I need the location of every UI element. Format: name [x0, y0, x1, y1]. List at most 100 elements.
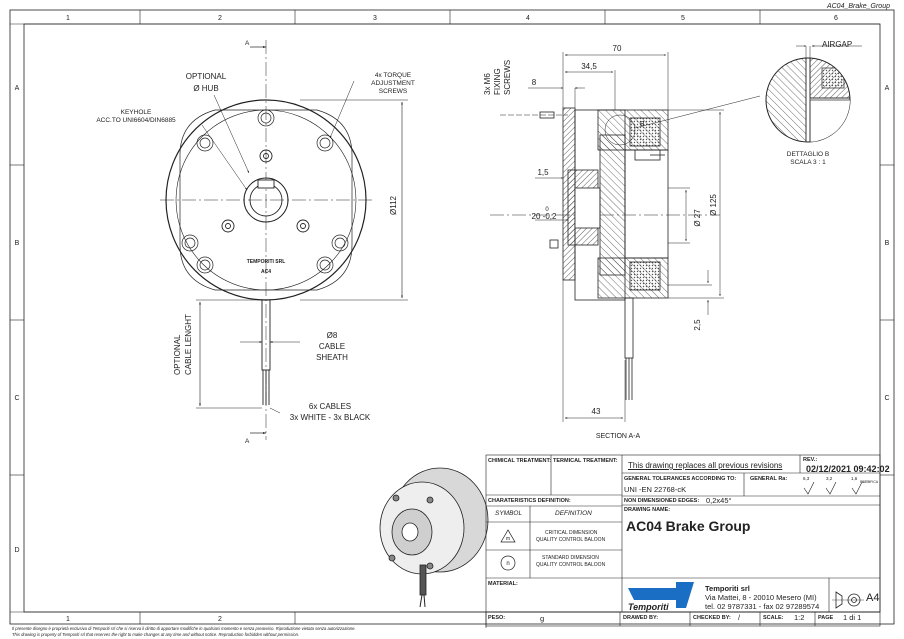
page-label: PAGE: [818, 615, 834, 621]
dim-1-5: 1,5: [537, 168, 549, 177]
row-label-c: C: [14, 395, 19, 402]
detail-b-labels: AIRGAP B DETTAGLIO B SCALA 3 : 1: [640, 40, 852, 166]
detail-label-2: SCALA 3 : 1: [790, 159, 826, 166]
dim-70: 70: [613, 44, 622, 53]
cable-sheath-label-2: SHEATH: [316, 353, 348, 362]
sheet-size: A4: [866, 592, 880, 604]
company-phone: tel. 02 9787331 - fax 02 97289574: [705, 602, 820, 611]
torque-screws-label-1: 4x TORQUE: [375, 72, 412, 79]
section-a-a-label: SECTION A-A: [596, 433, 641, 440]
cable-length-label-2: CABLE LENGHT: [184, 314, 193, 375]
col-label-1-bottom: 1: [66, 616, 70, 623]
roughness-symbols: [803, 481, 870, 495]
standard-definition-1: STANDARD DIMENSION: [542, 555, 599, 561]
grid-labels: 1 2 3 4 5 6 1 2 A B C D A B C: [14, 15, 889, 623]
chemical-treatment-label: CHIMICAL TREATMENT:: [488, 458, 552, 464]
row-label-d: D: [14, 547, 19, 554]
dim-43: 43: [592, 407, 601, 416]
company-address: Via Mattei, 8 - 20010 Mesero (MI): [705, 593, 817, 602]
torque-screws-label-2: ADJUSTMENT: [371, 80, 415, 87]
definition-header: DEFINITION: [555, 510, 592, 517]
characteristics-label: CHARATERISTICS DEFINITION:: [488, 498, 571, 504]
material-label: MATERIAL:: [488, 581, 518, 587]
keyhole-label-1: KEYHOLE: [121, 109, 152, 116]
fixing-screws-label-3: SCREWS: [503, 60, 512, 95]
projection-icon: [832, 591, 864, 609]
drawing-name-label: DRAWING NAME:: [624, 507, 671, 513]
drawing-name: AC04 Brake Group: [626, 518, 751, 534]
col-label-3: 3: [373, 15, 377, 22]
airgap-label: AIRGAP: [822, 40, 852, 49]
section-view-labels: 3x M6 FIXING SCREWS 70 34,5 8 1,5 0 20 -…: [483, 44, 718, 440]
drawn-by-label: DRAWED BY:: [623, 615, 659, 621]
col-label-5: 5: [681, 15, 685, 22]
dim-diameter-27: Ø 27: [693, 209, 702, 227]
general-tolerances-label: GENERAL TOLERANCES ACCORDING TO:: [624, 476, 737, 482]
scale-label: SCALE:: [763, 615, 784, 621]
cables-label-1: 6x CABLES: [309, 402, 351, 411]
roughness-3: 1,6: [851, 476, 858, 481]
cable-sheath-label-1: CABLE: [319, 342, 345, 351]
col-label-4: 4: [526, 15, 530, 22]
file-name: AC04_Brake_Group: [826, 3, 890, 10]
keyhole-label-2: ACC.TO UNI6604/DIN6885: [96, 117, 176, 124]
temporiti-logo: Temporiti: [628, 582, 694, 612]
dim-20: 20 -0,2: [532, 212, 557, 221]
row-label-a: A: [15, 85, 20, 92]
detail-marker: B: [640, 121, 645, 128]
rev-label: REV.:: [803, 457, 818, 463]
isometric-view: [379, 467, 489, 608]
symbol-header: SYMBOL: [495, 510, 523, 517]
weight-label: PESO:: [488, 615, 506, 621]
scale-value: 1:2: [794, 613, 805, 622]
col-label-1: 1: [66, 15, 70, 22]
critical-definition-2: QUALITY CONTROL BALOON: [536, 537, 606, 543]
checked-by-value: /: [738, 613, 741, 622]
page-value: 1 di 1: [843, 613, 862, 622]
roughness-grinding: RETTIFICA: [860, 480, 879, 484]
disclaimer-italian: Il presente disegno è proprietà esclusiv…: [12, 626, 356, 631]
row-label-c-right: C: [884, 395, 889, 402]
section-view: [490, 52, 761, 422]
engraved-model: AC4: [261, 269, 271, 275]
detail-label-1: DETTAGLIO B: [787, 151, 830, 158]
termical-treatment-label: TERMICAL TREATMENT:: [553, 458, 618, 464]
col-label-2: 2: [218, 15, 222, 22]
checked-by-label: CHECKED BY:: [693, 615, 731, 621]
dim-8: 8: [532, 78, 537, 87]
col-label-6: 6: [834, 15, 838, 22]
dim-0: 0: [545, 207, 549, 213]
section-marker-top: A: [245, 40, 250, 47]
symbols: [500, 529, 516, 571]
section-marker-bottom: A: [245, 438, 250, 445]
row-label-b-right: B: [885, 240, 890, 247]
standard-symbol: n: [506, 561, 509, 567]
critical-symbol: m: [506, 536, 510, 542]
standard-definition-2: QUALITY CONTROL BALOON: [536, 562, 606, 568]
dim-34-5: 34,5: [581, 62, 597, 71]
dim-diameter-125: Ø 125: [709, 194, 718, 216]
title-block-bottom-row: [485, 611, 881, 627]
front-view-labels: A A OPTIONAL Ø HUB 4x TORQUE ADJUSTMENT …: [96, 40, 415, 445]
company-name: Temporiti srl: [705, 584, 750, 593]
front-view: [160, 40, 408, 440]
critical-definition-1: CRITICAL DIMENSION: [545, 530, 598, 536]
row-label-a-right: A: [885, 85, 890, 92]
rev-value: 02/12/2021 09:42:02: [806, 464, 890, 474]
cable-diameter-label: Ø8: [327, 331, 338, 340]
disclaimer-english: This drawing is property of Temporiti sr…: [12, 632, 300, 637]
non-dimensioned-label: NON DIMENSIONED EDGES:: [624, 498, 700, 504]
cable-length-label-1: OPTIONAL: [173, 334, 182, 375]
detail-b: [765, 45, 862, 143]
weight-unit: g: [540, 614, 545, 623]
general-ra-label: GENERAL Ra:: [750, 476, 788, 482]
row-label-b: B: [15, 240, 20, 247]
torque-screws-label-3: SCREWS: [379, 88, 408, 95]
col-label-2-bottom: 2: [218, 616, 222, 623]
fixing-screws-label-2: FIXING: [493, 68, 502, 95]
roughness-1: 6,3: [803, 476, 810, 481]
non-dimensioned-value: 0,2x45°: [706, 496, 732, 505]
cables-label-2: 3x WHITE - 3x BLACK: [290, 413, 371, 422]
optional-hub-label-1: OPTIONAL: [186, 72, 227, 81]
